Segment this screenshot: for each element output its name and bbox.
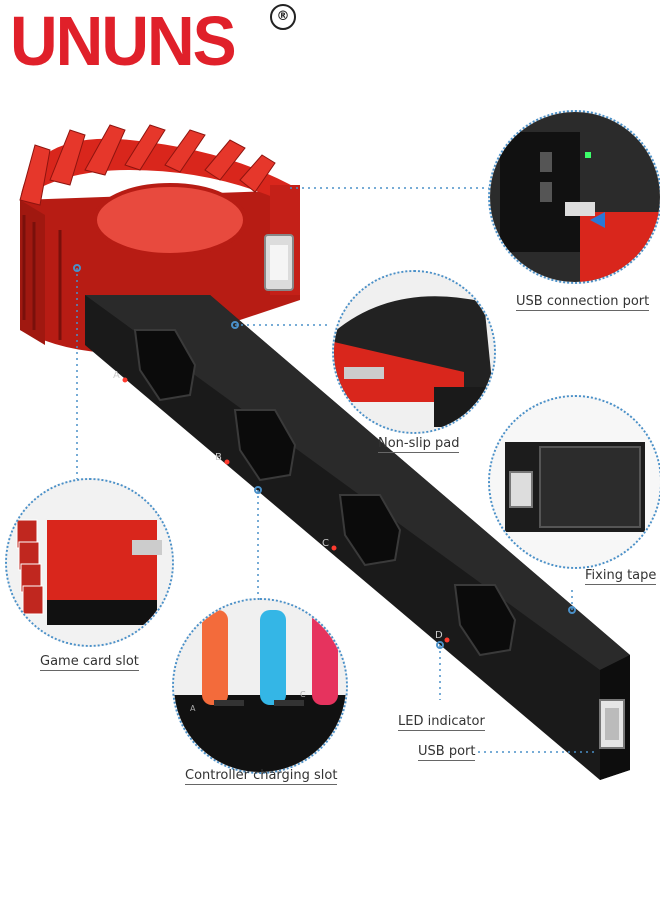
slot-letter-d: D <box>435 630 443 641</box>
led-indicator-label: LED indicator <box>398 714 485 731</box>
registered-mark: ® <box>270 4 296 30</box>
non-slip-pad-label: Non-slip pad <box>378 436 460 453</box>
usb-connection-port-label: USB connection port <box>516 294 650 311</box>
controller-slots <box>133 329 517 657</box>
non-slip-pad-image <box>334 272 494 432</box>
slot-letter-b: B <box>215 452 222 463</box>
inset-usb-connection-port <box>488 110 660 284</box>
slot-letter-c: C <box>322 538 329 549</box>
game-card-slot-label: Game card slot <box>40 654 139 671</box>
controller-charging-image <box>174 600 346 772</box>
red-base <box>19 124 300 353</box>
inset-fixing-tape <box>488 395 660 569</box>
callout-dots <box>73 264 576 649</box>
fixing-tape-label: Fixing tape <box>585 568 657 585</box>
inset-letter-a: A <box>190 704 196 713</box>
inset-non-slip-pad <box>332 270 496 434</box>
inset-controller-charging-slot: A C <box>172 598 348 774</box>
brand-logo: UNUNS <box>10 2 237 80</box>
inset-game-card-slot <box>5 478 174 647</box>
fixing-tape-image <box>490 397 660 567</box>
game-card-slot-image <box>7 480 172 645</box>
usb-connection-image <box>490 112 660 282</box>
slot-letter-a: A <box>113 370 120 381</box>
usb-port-label: USB port <box>418 744 476 761</box>
inset-letter-c: C <box>300 690 306 699</box>
callout-lines <box>76 187 598 760</box>
led-dots <box>122 377 450 643</box>
controller-charging-slot-label: Controller charging slot <box>185 768 338 785</box>
